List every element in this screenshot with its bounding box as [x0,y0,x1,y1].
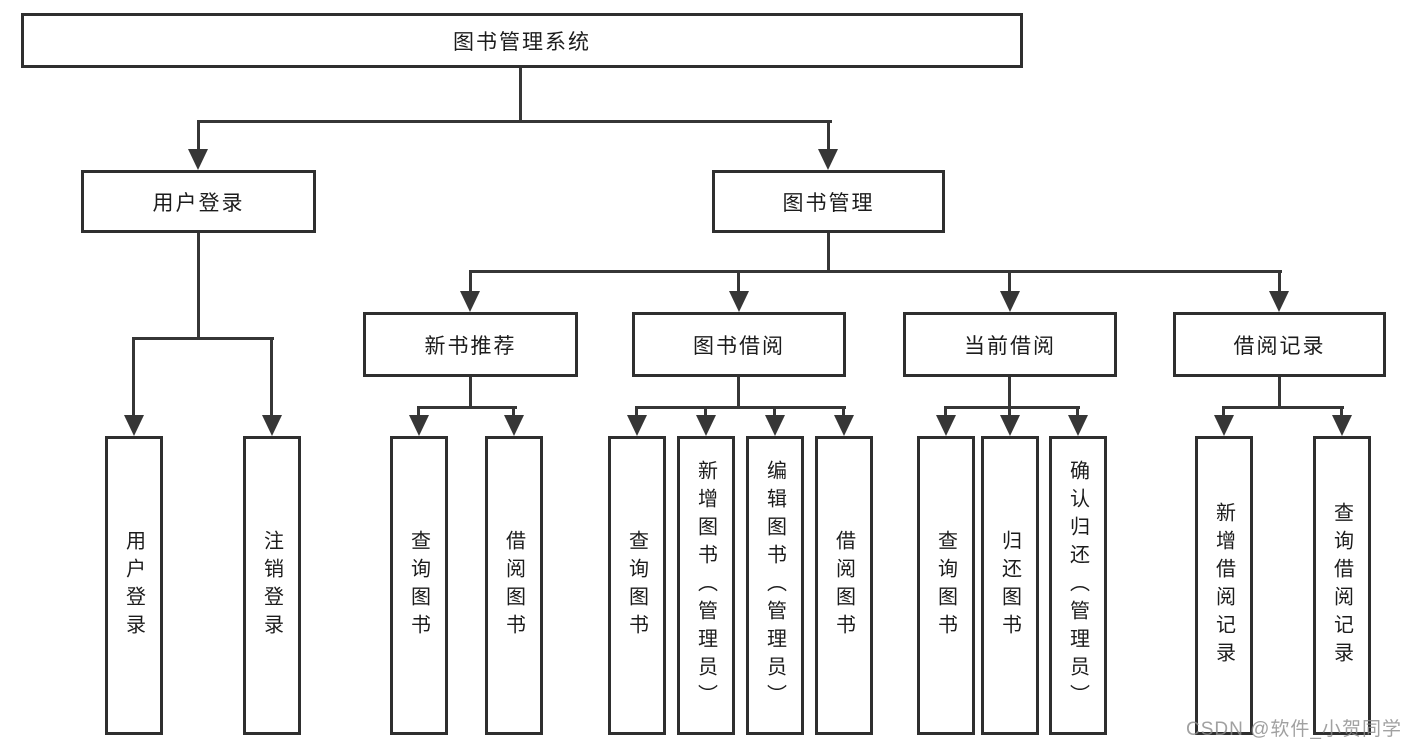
connector-line [197,120,200,152]
connector-line [417,406,420,419]
connector-line [197,120,832,123]
connector-line [842,406,845,419]
arrow-down-icon [1000,291,1020,312]
arrow-down-icon [124,415,144,436]
leaf-query-books-recommend: 查询图书 [390,436,448,735]
connector-line [132,337,135,419]
connector-line [827,120,830,152]
connector-line [635,406,846,409]
leaf-user-login: 用户登录 [105,436,163,735]
connector-line [512,406,515,419]
node-current-borrow: 当前借阅 [903,312,1117,377]
leaf-logout-label: 注销登录 [260,529,283,642]
leaf-query-books-borrow-label: 查询图书 [625,529,648,642]
arrow-down-icon [627,415,647,436]
connector-line [944,406,947,419]
leaf-query-books-borrow: 查询图书 [608,436,666,735]
leaf-query-borrow-record-label: 查询借阅记录 [1330,501,1353,670]
arrow-down-icon [1332,415,1352,436]
leaf-add-book-admin: 新增图书（管理员） [677,436,735,735]
connector-line [417,406,517,409]
arrow-down-icon [262,415,282,436]
arrow-down-icon [460,291,480,312]
connector-line [1076,406,1079,419]
leaf-add-borrow-record-label: 新增借阅记录 [1212,501,1235,670]
leaf-return-books: 归还图书 [981,436,1039,735]
connector-line [773,406,776,419]
leaf-confirm-return-admin: 确认归还（管理员） [1049,436,1107,735]
arrow-down-icon [1269,291,1289,312]
connector-line [704,406,707,419]
leaf-edit-book-admin: 编辑图书（管理员） [746,436,804,735]
leaf-return-books-label: 归还图书 [998,529,1021,642]
leaf-borrow-books-recommend-label: 借阅图书 [502,529,525,642]
leaf-borrow-books: 借阅图书 [815,436,873,735]
connector-line [1278,270,1281,294]
leaf-query-books-current-label: 查询图书 [934,529,957,642]
connector-line [827,233,830,272]
leaf-confirm-return-admin-label: 确认归还（管理员） [1066,459,1089,712]
leaf-query-books-recommend-label: 查询图书 [407,529,430,642]
connector-line [1008,406,1011,419]
connector-line [519,68,522,122]
connector-line [469,270,1282,273]
arrow-down-icon [188,149,208,170]
leaf-add-book-admin-label: 新增图书（管理员） [694,459,717,712]
connector-line [737,270,740,294]
connector-line [270,337,273,419]
connector-line [737,377,740,408]
arrow-down-icon [936,415,956,436]
arrow-down-icon [729,291,749,312]
connector-line [1278,377,1281,408]
arrow-down-icon [818,149,838,170]
watermark: CSDN @软件_小贺同学 [1186,719,1402,740]
node-user-login: 用户登录 [81,170,316,233]
arrow-down-icon [834,415,854,436]
arrow-down-icon [696,415,716,436]
node-root-label: 图书管理系统 [453,30,591,54]
node-new-book-recommend: 新书推荐 [363,312,578,377]
arrow-down-icon [504,415,524,436]
node-book-borrow-label: 图书借阅 [693,334,785,358]
leaf-borrow-books-recommend: 借阅图书 [485,436,543,735]
connector-line [1340,406,1343,419]
leaf-query-borrow-record: 查询借阅记录 [1313,436,1371,735]
node-book-management-label: 图书管理 [782,191,875,215]
node-new-book-recommend-label: 新书推荐 [424,334,517,358]
node-current-borrow-label: 当前借阅 [964,334,1056,358]
leaf-query-books-current: 查询图书 [917,436,975,735]
node-user-login-label: 用户登录 [152,191,245,215]
connector-line [469,270,472,294]
connector-line [1008,377,1011,408]
arrow-down-icon [1214,415,1234,436]
leaf-add-borrow-record: 新增借阅记录 [1195,436,1253,735]
connector-line [944,406,1080,409]
arrow-down-icon [409,415,429,436]
arrow-down-icon [765,415,785,436]
connector-line [1008,270,1011,294]
connector-line [197,233,200,339]
connector-line [1222,406,1225,419]
node-borrow-records: 借阅记录 [1173,312,1386,377]
connector-line [469,377,472,408]
connector-line [1222,406,1344,409]
arrow-down-icon [1068,415,1088,436]
connector-line [132,337,274,340]
node-book-borrow: 图书借阅 [632,312,846,377]
arrow-down-icon [1000,415,1020,436]
leaf-user-login-label: 用户登录 [122,529,145,642]
leaf-edit-book-admin-label: 编辑图书（管理员） [763,459,786,712]
node-root: 图书管理系统 [21,13,1023,68]
leaf-borrow-books-label: 借阅图书 [832,529,855,642]
node-borrow-records-label: 借阅记录 [1233,334,1326,358]
node-book-management: 图书管理 [712,170,945,233]
leaf-logout: 注销登录 [243,436,301,735]
connector-line [635,406,638,419]
